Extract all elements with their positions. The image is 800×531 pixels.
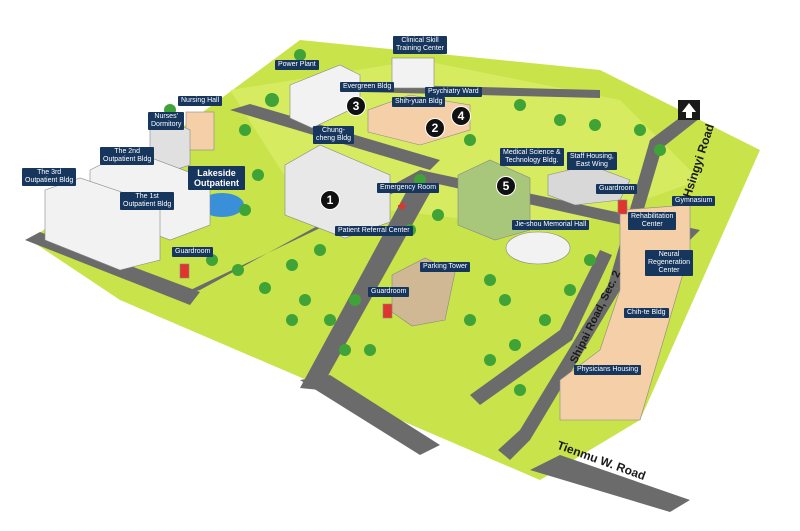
curve-road [470,250,612,405]
marker-5[interactable]: 5 [496,176,516,196]
arrow-up-icon [678,100,700,120]
nursing-hall-building [185,111,215,151]
west-road [25,232,200,305]
label-jie-shou-memorial-hall[interactable]: Jie-shou Memorial Hall [512,220,590,230]
label-evergreen-bldg[interactable]: Evergreen Bldg [340,82,395,92]
clinical-skill-building [391,57,435,89]
label-patient-referral-center[interactable]: Patient Referral Center [335,226,413,236]
guardroom-east-booth [617,199,628,215]
label-neural-regeneration-center[interactable]: Neural Regeneration Center [645,250,694,276]
marker-1[interactable]: 1 [320,190,340,210]
guardroom-west-booth [179,263,190,279]
label-1st-outpatient-bldg[interactable]: The 1st Outpatient Bldg [120,192,175,210]
marker-2[interactable]: 2 [425,118,445,138]
south-road [300,375,440,455]
label-chung-cheng-bldg[interactable]: Chung- cheng Bldg [313,126,355,144]
trees [164,49,666,396]
label-staff-housing-east-wing[interactable]: Staff Housing, East Wing [567,152,617,170]
label-clinical-skill-training-center[interactable]: Clinical Skill Training Center [393,36,447,54]
guardroom-mid-booth [382,303,393,319]
label-rehabilitation-center[interactable]: Rehabilitation Center [628,212,677,230]
tienmu-road-strip [530,455,690,512]
label-gymnasium[interactable]: Gymnasium [672,196,716,206]
label-physicians-housing[interactable]: Physicians Housing [574,365,642,375]
label-medical-science-technology-bldg[interactable]: Medical Science & Technology Bldg. [500,148,564,166]
label-shih-yuan-bldg[interactable]: Shih-yuan Bldg [392,97,446,107]
shih-yuan-building [367,94,471,146]
label-chih-te-bldg[interactable]: Chih-te Bldg [624,308,669,318]
shipai-road-strip [498,285,620,460]
label-emergency-room[interactable]: Emergency Room [377,183,440,193]
label-guardroom-west[interactable]: Guardroom [172,247,214,257]
label-lakeside-outpatient[interactable]: Lakeside Outpatient [188,166,245,190]
label-2nd-outpatient-bldg[interactable]: The 2nd Outpatient Bldg [100,147,155,165]
label-nurses-dormitory[interactable]: Nurses' Dormitory [148,112,185,130]
chung-cheng-building [284,144,391,239]
label-guardroom-east[interactable]: Guardroom [596,184,638,194]
label-3rd-outpatient-bldg[interactable]: The 3rd Outpatient Bldg [22,168,77,186]
marker-3[interactable]: 3 [346,96,366,116]
label-nursing-hall[interactable]: Nursing Hall [178,96,223,106]
jie-shou-memorial-hall [505,231,571,265]
label-psychiatry-ward[interactable]: Psychiatry Ward [425,87,482,97]
label-power-plant[interactable]: Power Plant [275,60,319,70]
label-guardroom-mid[interactable]: Guardroom [368,287,410,297]
red-cross-icon [398,202,406,210]
marker-4[interactable]: 4 [451,106,471,126]
lake [200,193,244,217]
label-parking-tower[interactable]: Parking Tower [420,262,471,272]
